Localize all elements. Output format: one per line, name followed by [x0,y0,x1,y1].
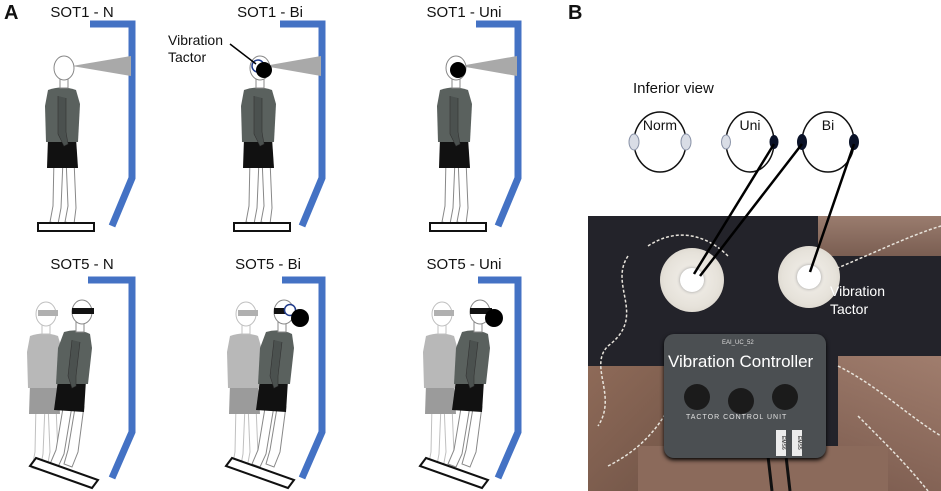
standing-subject [436,55,473,225]
scene-sot5-bi [224,276,326,490]
tactor-bilateral-near [291,309,309,327]
tactor-unilateral [450,62,466,78]
standing-subject [240,55,277,225]
sot-figure-grid [26,20,522,490]
leaning-subject [251,299,297,468]
sight-cone [72,56,131,76]
tactor-disk-right [778,246,840,308]
pointer-bi-left-to-tactor [699,143,803,277]
head-label-norm: Norm [643,117,677,133]
controller-knob-1 [684,384,710,410]
tactor-center-right [797,265,821,289]
scene-sot5-n [26,276,136,490]
head-bi: Bi [797,111,859,173]
controller-knob-3 [772,384,798,410]
tactor-unilateral [485,309,503,327]
standing-subject [44,55,81,225]
visual-surround-wall [478,276,522,480]
port-label-ems6: EMS6 [776,430,786,456]
visual-surround-wall [90,20,136,228]
tilted-force-platform [224,456,296,490]
tilted-force-platform [418,456,490,490]
tactor-disk-left [660,248,724,312]
condition-title-sot1-uni: SOT1 - Uni [426,4,502,21]
head-diagrams: Norm Uni Bi [628,111,859,277]
head-label-bi: Bi [822,117,834,133]
pointer-bi-right-to-tactor [808,143,856,273]
vibration-controller-label: Vibration Controller [668,352,814,371]
condition-title-sot5-n: SOT5 - N [50,256,114,273]
panel-a-letter: A [4,2,19,24]
force-platform [233,222,291,232]
apparatus-photo: EAI_UC_52 TACTOR CONTROL UNIT EMS6 EMS5 [588,216,941,491]
controller-knob-2 [728,388,754,414]
unit-id-label: EAI_UC_52 [722,340,754,346]
condition-title-sot5-uni: SOT5 - Uni [426,256,502,273]
scene-sot1-uni [429,20,522,232]
force-platform [37,222,95,232]
tactor-control-unit-label: TACTOR CONTROL UNIT [686,414,788,421]
leaning-subject [447,299,493,468]
tactor-label: Vibration Tactor [168,32,224,65]
head-norm: Norm [628,111,692,173]
condition-title-sot1-bi: SOT1 - Bi [237,4,303,21]
ghost-subject [226,301,263,471]
scene-sot5-uni [418,276,522,490]
photo-tactor-label: Vibration Tactor [830,283,886,317]
visual-surround-wall [282,276,326,480]
visual-surround-wall [88,276,136,480]
visual-surround-wall [280,20,326,228]
ghost-subject [422,301,459,471]
force-platform [429,222,487,232]
scene-sot1-n [37,20,136,232]
condition-title-sot1-n: SOT1 - N [50,4,114,21]
tactor-pointer-arrow [229,43,257,65]
port-label-ems5: EMS5 [792,430,802,456]
tactor-bilateral-near [256,62,272,78]
sight-cone [264,56,321,76]
wires [597,225,941,491]
head-label-uni: Uni [739,117,760,133]
tactor-center-left [680,268,704,292]
panel-b-letter: B [568,2,583,24]
inferior-view-label: Inferior view [633,80,714,97]
pointer-uni-to-tactor [692,143,776,275]
tilted-force-platform [28,456,100,490]
scene-sot1-bi [229,20,326,232]
head-uni: Uni [721,111,779,173]
vibration-controller-box: EAI_UC_52 TACTOR CONTROL UNIT EMS6 EMS5 [664,334,826,458]
condition-title-sot5-bi: SOT5 - Bi [235,256,301,273]
sight-cone [460,56,517,76]
visual-surround-wall [476,20,522,228]
